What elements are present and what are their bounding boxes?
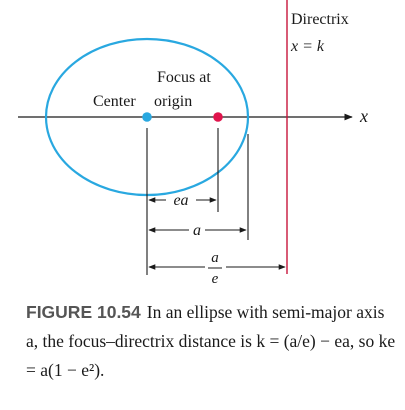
figure-label: FIGURE 10.54 [26, 302, 141, 322]
caption-text: In an ellipse with semi-major axis a, th… [26, 302, 396, 380]
ellipse-directrix-diagram: x Directrix x = k Focus at origin Center… [18, 0, 368, 287]
dim-a-label: a [193, 222, 201, 239]
focus-label-line1: Focus at [157, 69, 211, 86]
dim-a-over-e-denominator: e [212, 271, 219, 287]
center-label: Center [93, 93, 136, 110]
directrix-label: Directrix [291, 11, 349, 28]
directrix-equation: x = k [290, 38, 325, 55]
center-point [142, 112, 152, 122]
x-axis-label: x [359, 106, 368, 126]
focus-label-line2: origin [154, 93, 192, 110]
focus-point [213, 112, 223, 122]
dim-a-over-e-numerator: a [211, 250, 219, 266]
dim-ea-label: ea [173, 192, 188, 209]
